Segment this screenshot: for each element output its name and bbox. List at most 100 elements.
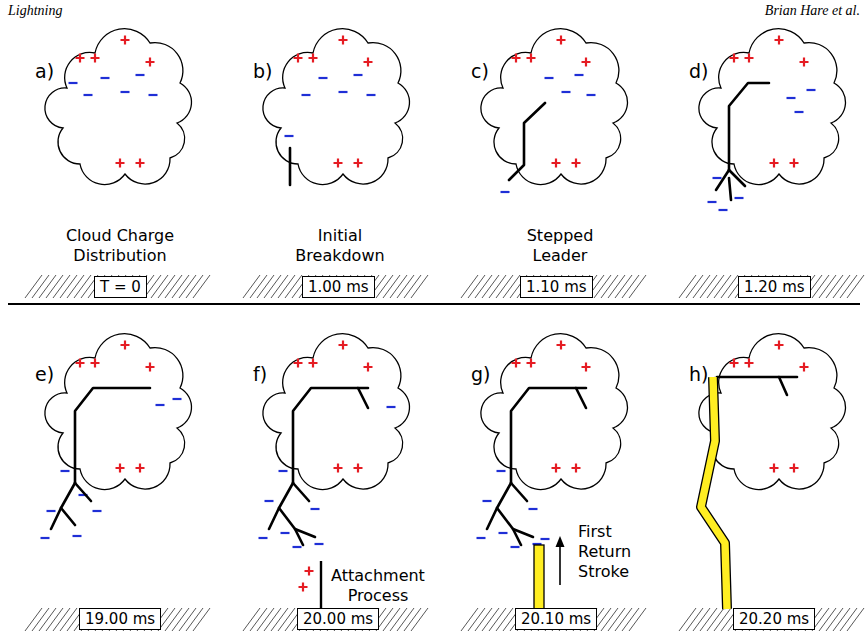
negative-charge <box>259 537 268 539</box>
hatch-line <box>700 275 717 298</box>
hatch-line <box>482 275 499 298</box>
hatch-line <box>264 608 281 631</box>
hatch-line <box>179 608 196 631</box>
positive-charge <box>552 464 561 473</box>
negative-charge <box>339 91 348 93</box>
time-text: 1.00 ms <box>308 278 369 296</box>
negative-charge <box>511 546 520 548</box>
negative-charge <box>529 508 538 510</box>
hatch-line <box>608 608 625 631</box>
hatch-line <box>693 275 710 298</box>
hatch-line <box>700 608 717 631</box>
hatch-line <box>179 275 196 298</box>
hatch-line <box>39 275 56 298</box>
negative-charge <box>575 74 584 76</box>
leader-channel <box>497 508 521 545</box>
leader-channel <box>293 483 309 501</box>
negative-charge <box>121 91 130 93</box>
positive-charge <box>527 54 536 63</box>
cloud-outline <box>263 29 410 185</box>
negative-charge <box>713 177 722 179</box>
hatch-line <box>679 275 696 298</box>
negative-charge <box>302 94 311 96</box>
positive-charge <box>334 464 343 473</box>
positive-charge <box>339 36 348 45</box>
panel-art <box>699 29 846 210</box>
negative-charge <box>501 191 510 193</box>
author-header: Brian Hare et al. <box>765 3 860 19</box>
negative-charge <box>69 82 78 84</box>
negative-charge <box>795 111 804 113</box>
hatch-line <box>826 275 843 298</box>
positive-charge <box>294 359 303 368</box>
return-stroke-outline <box>701 377 727 609</box>
panel-letter: c) <box>471 60 489 82</box>
negative-charge <box>149 94 158 96</box>
hatch-line <box>707 608 724 631</box>
negative-charge <box>541 538 550 540</box>
hatch-line <box>39 608 56 631</box>
hatch-line <box>629 275 646 298</box>
positive-charge <box>557 36 566 45</box>
positive-charge <box>136 464 145 473</box>
positive-charge <box>91 359 100 368</box>
positive-charge <box>309 359 318 368</box>
time-box: 19.00 ms <box>79 608 161 630</box>
leader-channel <box>779 377 787 395</box>
leader-channel <box>729 178 731 200</box>
hatch-line <box>271 275 288 298</box>
hatch-line <box>172 275 189 298</box>
positive-charge <box>364 58 373 67</box>
hatch-line <box>461 608 478 631</box>
panel-art <box>41 334 192 538</box>
hatch-line <box>53 275 70 298</box>
hatch-line <box>257 608 274 631</box>
hatch-line <box>475 608 492 631</box>
hatch-line <box>847 608 864 631</box>
positive-charge <box>354 159 363 168</box>
positive-charge <box>582 363 591 372</box>
negative-charge <box>93 510 102 512</box>
cloud-outline <box>263 334 410 490</box>
ground-hatch <box>679 275 864 298</box>
positive-charge <box>294 54 303 63</box>
hatch-line <box>172 608 189 631</box>
leader-channel <box>509 103 545 180</box>
stage-label: Cloud Charge Distribution <box>52 226 188 266</box>
hatch-line <box>840 608 857 631</box>
hatch-line <box>60 275 77 298</box>
leader-channel <box>61 508 75 525</box>
hatch-line <box>390 608 407 631</box>
negative-charge <box>587 94 596 96</box>
hatch-line <box>186 608 203 631</box>
hatch-line <box>686 275 703 298</box>
hatch-line <box>243 608 260 631</box>
hatch-line <box>193 608 210 631</box>
hatch-line <box>819 275 836 298</box>
negative-charge <box>41 537 50 539</box>
time-text: 1.10 ms <box>526 278 587 296</box>
hatch-line <box>503 275 520 298</box>
positive-charge <box>790 159 799 168</box>
leader-channel <box>289 148 292 185</box>
hatch-line <box>25 275 42 298</box>
direction-arrow <box>559 545 561 585</box>
hatch-line <box>601 275 618 298</box>
negative-charge <box>315 543 324 545</box>
positive-charge <box>299 583 308 592</box>
negative-charge <box>84 94 93 96</box>
leader-channel <box>717 376 797 379</box>
positive-charge <box>309 54 318 63</box>
hatch-line <box>278 608 295 631</box>
hatch-line <box>60 608 77 631</box>
hatch-line <box>25 608 42 631</box>
hatch-line <box>46 608 63 631</box>
hatch-line <box>496 275 513 298</box>
negative-charge <box>483 500 492 502</box>
time-box: 1.10 ms <box>520 276 593 298</box>
hatch-line <box>46 275 63 298</box>
positive-charge <box>572 159 581 168</box>
negative-charge <box>293 546 302 548</box>
hatch-line <box>629 608 646 631</box>
